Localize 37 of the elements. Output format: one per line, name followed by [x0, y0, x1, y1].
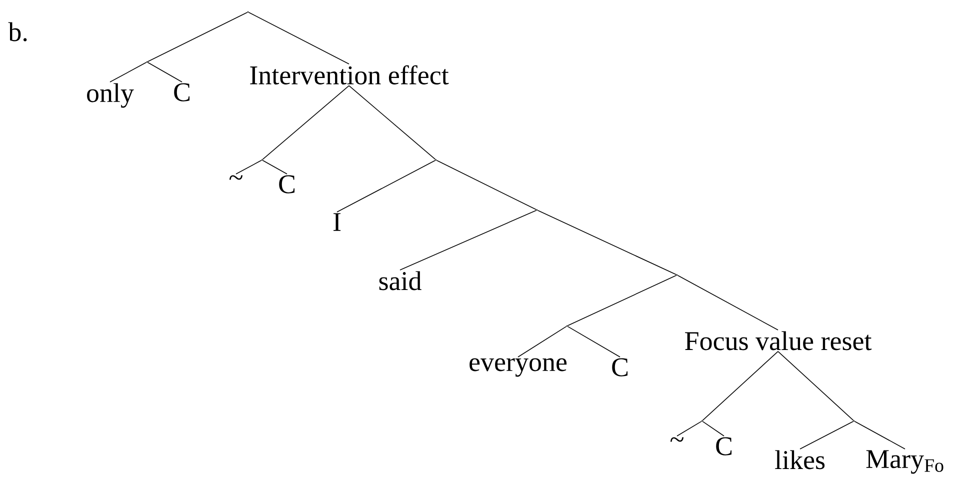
tree-branch: [147, 62, 182, 82]
tree-label: I: [333, 213, 341, 231]
tree-branch: [436, 160, 537, 210]
tree-branch: [518, 326, 567, 358]
tree-branch: [702, 421, 724, 436]
tree-branch: [537, 210, 677, 276]
tree-label: only: [87, 83, 134, 108]
tree-branch: [262, 85, 350, 160]
example-label: b.: [8, 22, 27, 42]
tree-label: ~: [670, 437, 684, 442]
tree-label: Intervention effect: [250, 65, 449, 84]
tree-label: C: [612, 358, 628, 376]
tree-branch: [400, 210, 537, 270]
tree-branch: [567, 274, 677, 326]
tree-branch: [348, 85, 436, 160]
tree-label: likes: [775, 450, 825, 470]
tree-branch: [262, 160, 288, 174]
tree-branch: [800, 420, 854, 450]
tree-branch: [336, 160, 436, 212]
tree-label: Mary$_{Fo}$: [866, 450, 944, 474]
tree-label: said: [379, 271, 422, 290]
tree-branch: [147, 12, 248, 62]
tree-branch: [248, 12, 350, 64]
tree-label: C: [174, 83, 190, 102]
tree-branch: [567, 326, 620, 358]
tree-branch: [110, 62, 147, 82]
tree-branch: [854, 421, 906, 450]
tree-label: Focus value reset: [685, 331, 872, 350]
tree-branch: [778, 351, 854, 421]
tree-label: C: [716, 437, 732, 456]
tree-branch: [236, 160, 262, 174]
tree-branch: [702, 351, 778, 421]
tree-branch: [677, 275, 778, 330]
tree-label: C: [279, 175, 295, 194]
tree-label: ~: [229, 175, 243, 180]
tree-branch: [676, 421, 702, 436]
tree-label: everyone: [470, 358, 567, 377]
